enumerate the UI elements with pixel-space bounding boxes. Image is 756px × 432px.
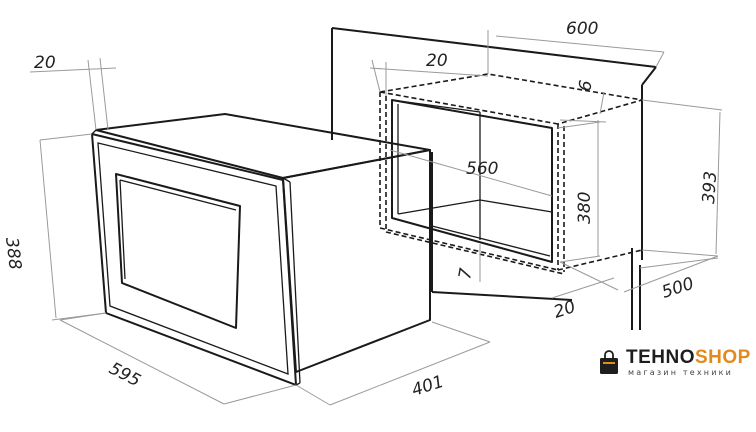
niche-opening <box>391 99 553 263</box>
dimension-labels: 20 388 595 401 600 20 6 560 380 393 7 20… <box>1 19 721 401</box>
dim-niche-width: 600 <box>566 19 598 39</box>
dim-niche-bottom-gap: 7 <box>455 267 477 281</box>
dim-oven-depth: 401 <box>409 372 446 401</box>
oven-side-face <box>282 149 431 373</box>
shopping-bag-icon <box>600 350 618 374</box>
dim-niche-depth: 500 <box>659 274 696 303</box>
dim-niche-offset-bottom: 20 <box>551 297 578 323</box>
brand-name: TEHNOSHOP <box>626 347 751 369</box>
brand-subtitle: магазин техники <box>628 368 734 377</box>
dim-oven-height: 388 <box>1 236 25 271</box>
oven-window <box>115 173 241 329</box>
dimension-lines <box>29 30 723 406</box>
oven-drawing <box>91 113 431 386</box>
brand-name-part2: SHOP <box>695 347 751 368</box>
dim-niche-height: 393 <box>699 171 721 205</box>
dim-oven-depth-front: 20 <box>34 53 56 73</box>
dim-oven-width: 595 <box>106 359 144 392</box>
oven-front-panel <box>91 133 297 386</box>
dim-niche-inner-height: 380 <box>575 192 595 224</box>
brand-logo: TEHNOSHOP магазин техники <box>598 347 751 381</box>
dim-niche-offset-top: 20 <box>426 51 448 71</box>
brand-name-part1: TEHNO <box>626 347 695 368</box>
dim-niche-gap-top: 6 <box>575 79 597 93</box>
dim-niche-inner-width: 560 <box>466 159 498 179</box>
